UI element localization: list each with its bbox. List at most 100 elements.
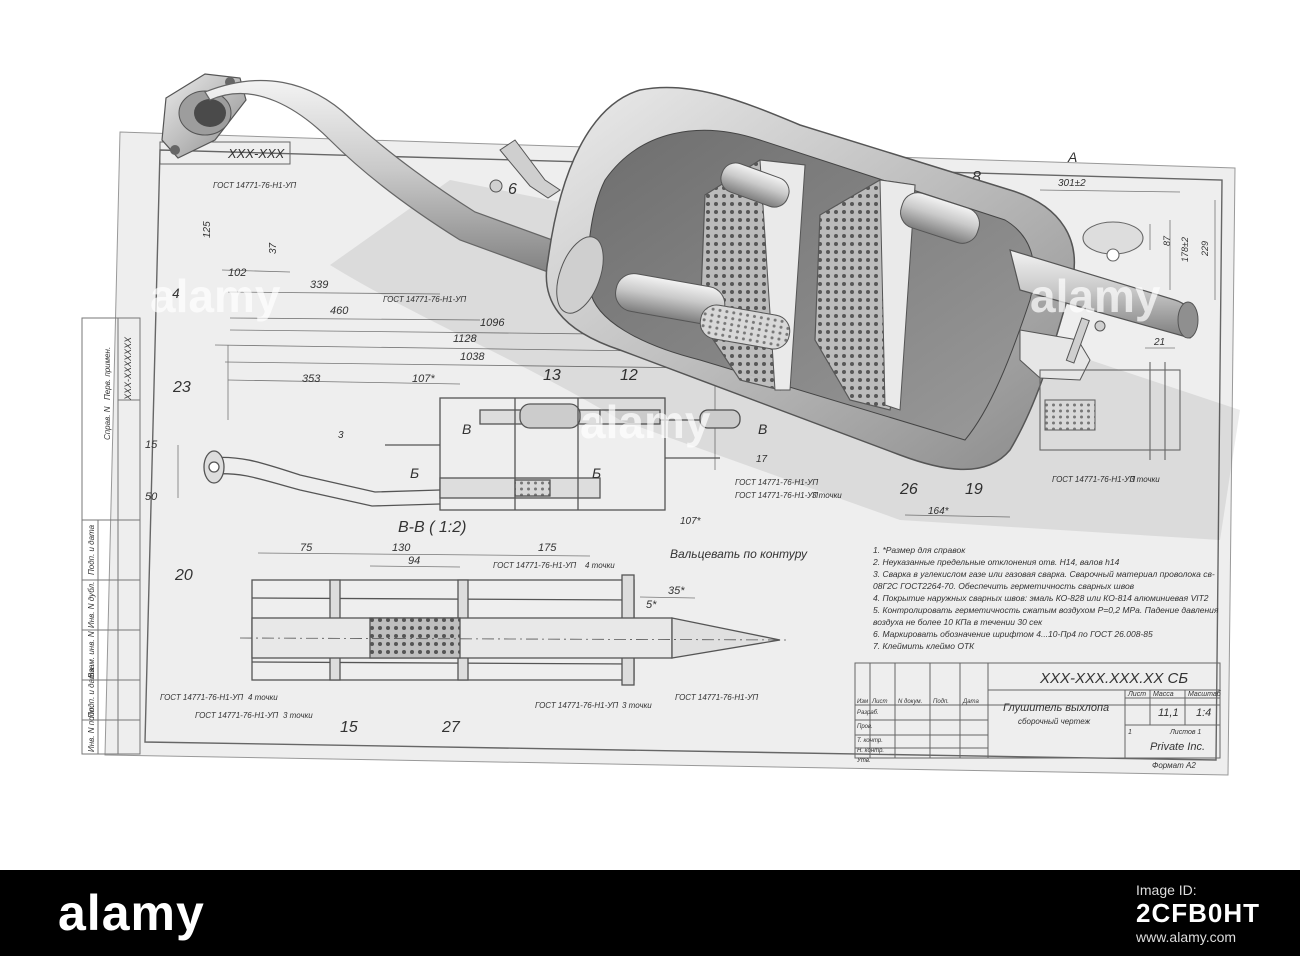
dim-37: 37 bbox=[268, 242, 279, 254]
dim-5: 5* bbox=[646, 599, 657, 611]
note-3: 3. Сварка в углекислом газе или газовая … bbox=[873, 569, 1215, 579]
pipe-side-view bbox=[203, 397, 741, 511]
stamp-role-0: Разраб. bbox=[857, 710, 879, 716]
balloon-13: 13 bbox=[543, 367, 561, 384]
stamp-role-1: Пров. bbox=[857, 724, 873, 730]
note-2: 2. Неуказанные предельные отклонения отв… bbox=[872, 557, 1120, 567]
section-bb-view bbox=[239, 574, 791, 686]
gost-3: ГОСТ 14771-76-Н1-УП bbox=[493, 561, 576, 570]
side-label-1: Справ. N bbox=[103, 406, 112, 440]
view-label: А bbox=[1067, 149, 1077, 165]
balloon-15: 15 bbox=[340, 719, 358, 736]
dim-339: 339 bbox=[310, 279, 328, 291]
sheet-number: 1 bbox=[1128, 729, 1132, 736]
side-label-4: Взам. инв. N bbox=[87, 631, 96, 678]
note-1: 1. *Размер для справок bbox=[873, 545, 966, 555]
gost-3-pts: 4 точки bbox=[585, 561, 615, 570]
dim-178: 178±2 bbox=[1180, 237, 1190, 262]
dim-17: 17 bbox=[756, 454, 768, 465]
dim-164: 164* bbox=[928, 506, 950, 517]
dim-175: 175 bbox=[538, 542, 557, 554]
dim-460: 460 bbox=[330, 305, 349, 317]
note-6: 5. Контролировать герметичность сжатым в… bbox=[873, 605, 1219, 615]
gost-4: ГОСТ 14771-76-Н1-УП bbox=[160, 693, 243, 702]
dim-130: 130 bbox=[392, 542, 411, 554]
dim-301: 301±2 bbox=[1058, 178, 1086, 189]
section-marks: В В Б Б B-B ( 1:2) А bbox=[398, 149, 1077, 536]
drawing-scene: XXX-XXXXXXX Справ. N Перв. примен. Подп.… bbox=[81, 73, 1240, 776]
gost-5-pts: 3 точки bbox=[283, 711, 313, 720]
muffler-3d-model bbox=[161, 73, 1199, 471]
watermark-2: alamy bbox=[580, 396, 711, 448]
gost-1: ГОСТ 14771-76-Н1-УП bbox=[213, 181, 296, 190]
mass-label: Масса bbox=[1153, 691, 1174, 698]
format-label: Формат A2 bbox=[1152, 761, 1196, 770]
dim-229: 229 bbox=[1200, 241, 1210, 257]
footer-url[interactable]: www.alamy.com bbox=[1135, 928, 1237, 945]
note-5: 4. Покрытие наружных сварных швов: эмаль… bbox=[873, 593, 1209, 603]
section-mark-v2: Б bbox=[592, 465, 601, 481]
dim-1038: 1038 bbox=[460, 351, 485, 363]
footer-logo: alamy bbox=[58, 885, 205, 941]
gost-10: ГОСТ 14771-76-Н1-УП bbox=[1052, 475, 1135, 484]
sheet-label: Лист bbox=[1127, 691, 1146, 698]
dim-353: 353 bbox=[302, 373, 321, 385]
title-block-texts: XXX-XXX.XXX.XX СБ Глушитель выхлопа сбор… bbox=[856, 670, 1222, 770]
side-code: XXX-XXXXXXX bbox=[123, 336, 133, 401]
stamp-role-3: Н. контр. bbox=[857, 748, 884, 754]
gost-7: ГОСТ 14771-76-Н1-УП bbox=[675, 693, 758, 702]
dim-50: 50 bbox=[145, 491, 158, 503]
drawing-code: XXX-XXX.XXX.XX СБ bbox=[1039, 670, 1188, 687]
gost-callouts: ГОСТ 14771-76-Н1-УП ГОСТ 14771-76-Н1-УП … bbox=[160, 181, 1160, 720]
section-mark-v1: Б bbox=[410, 465, 419, 481]
dim-35: 35* bbox=[668, 585, 685, 597]
note-4: 08Г2С ГОСТ2264-70. Обеспечить герметично… bbox=[873, 581, 1135, 591]
side-label-5: Подп. и дата bbox=[87, 667, 96, 718]
dim-15: 15 bbox=[145, 439, 158, 451]
section-mark-b2: В bbox=[758, 421, 767, 437]
stamp-row-1: Лист bbox=[871, 699, 887, 705]
gost-9: ГОСТ 14771-76-Н1-УП bbox=[735, 491, 818, 500]
dim-87: 87 bbox=[1162, 235, 1172, 246]
watermark-3: alamy bbox=[1030, 270, 1161, 322]
drawing-title: Глушитель выхлопа bbox=[1003, 702, 1109, 714]
gost-6-pts: 3 точки bbox=[622, 701, 652, 710]
stamp-role-2: Т. контр. bbox=[857, 738, 883, 744]
gost-4-pts: 4 точки bbox=[248, 693, 278, 702]
dim-3: 3 bbox=[338, 430, 344, 441]
stamp-row-4: Дата bbox=[962, 699, 979, 705]
top-code: XXX-XXX bbox=[227, 146, 286, 161]
gost-10-pts: 3 точки bbox=[1130, 475, 1160, 484]
side-label-0: Перв. примен. bbox=[103, 347, 112, 400]
dim-75: 75 bbox=[300, 542, 313, 554]
balloon-20: 20 bbox=[174, 567, 193, 584]
stamp-row-3: Подп. bbox=[933, 699, 949, 705]
gost-9-pts: 3 точки bbox=[812, 491, 842, 500]
gost-8: ГОСТ 14771-76-Н1-УП bbox=[735, 478, 818, 487]
balloon-23: 23 bbox=[172, 379, 191, 396]
balloon-6: 6 bbox=[508, 181, 517, 198]
dim-1096: 1096 bbox=[480, 317, 505, 329]
balloon-4: 4 bbox=[172, 285, 180, 301]
top-code-stamp: XXX-XXX bbox=[159, 141, 291, 165]
note-7: воздуха не более 10 КПа в течении 30 сек bbox=[873, 617, 1043, 627]
dim-125: 125 bbox=[202, 221, 213, 238]
stamp-row-2: N докум. bbox=[898, 699, 922, 705]
dim-107: 107* bbox=[412, 373, 435, 385]
side-label-3: Инв. N дубл. bbox=[87, 582, 96, 628]
drawing-subtitle: сборочный чертеж bbox=[1018, 717, 1091, 726]
balloon-12: 12 bbox=[620, 367, 638, 384]
balloon-19: 19 bbox=[965, 481, 983, 498]
weld-note: Вальцевать по контуру bbox=[670, 547, 808, 561]
stamp-row-0: Изм bbox=[857, 699, 868, 705]
footer-info: Image ID: 2CFB0HT www.alamy.com bbox=[1136, 870, 1260, 956]
gost-6: ГОСТ 14771-76-Н1-УП bbox=[535, 701, 618, 710]
mass-value: 11,1 bbox=[1158, 707, 1179, 719]
side-label-6: Инв. N подл. bbox=[87, 705, 96, 752]
balloon-26: 26 bbox=[899, 481, 918, 498]
dim-21: 21 bbox=[1153, 337, 1165, 348]
dim-102: 102 bbox=[228, 267, 246, 279]
dim-1128: 1128 bbox=[453, 333, 478, 345]
section-mark-b1: В bbox=[462, 421, 471, 437]
image-id-label: Image ID: bbox=[1135, 881, 1197, 898]
